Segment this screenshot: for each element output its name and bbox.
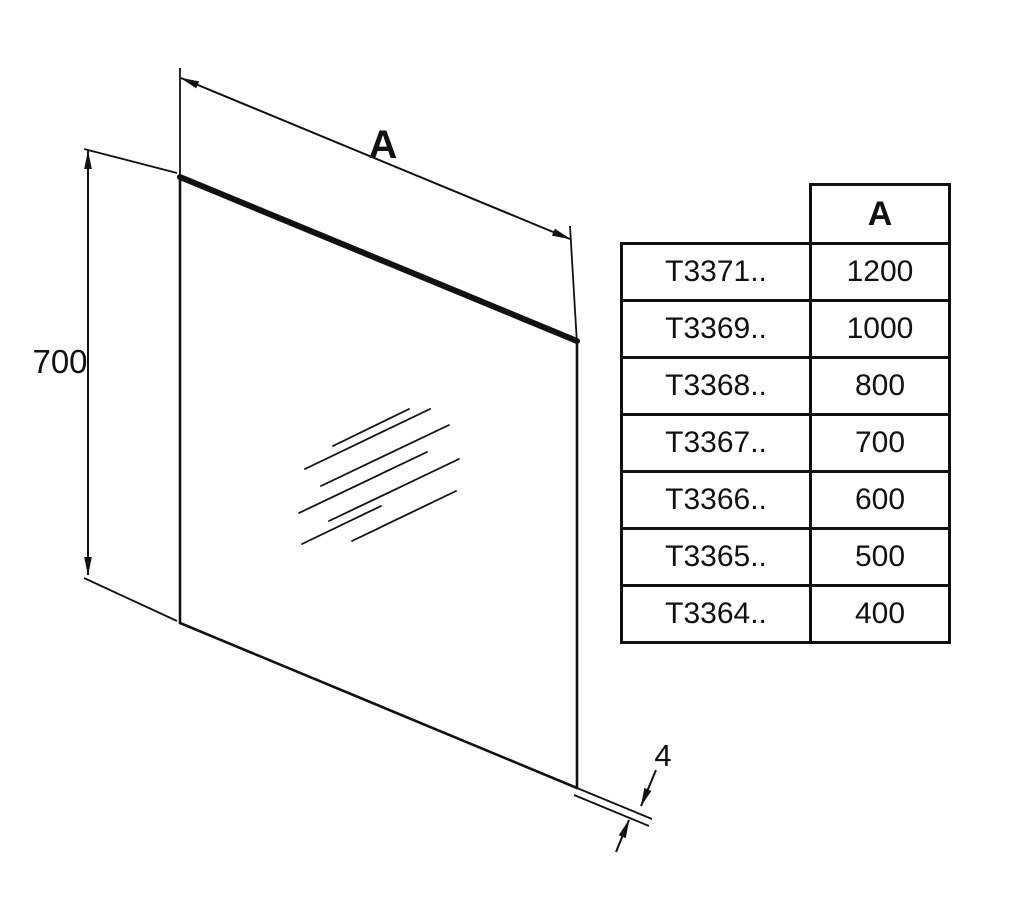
extension-line <box>569 225 578 345</box>
extension-line <box>83 148 178 174</box>
dimension-a-cell: 400 <box>809 584 951 644</box>
dimension-a-cell: 1000 <box>809 299 951 359</box>
product-code-cell: T3366.. <box>620 470 812 530</box>
dimension-thickness: 4 <box>573 738 672 853</box>
table-header-a: A <box>809 183 951 245</box>
dimension-height: 700 <box>32 148 178 622</box>
product-code-cell: T3364.. <box>620 584 812 644</box>
table-header-spacer <box>622 185 811 244</box>
product-code-cell: T3367.. <box>620 413 812 473</box>
extension-line <box>576 787 653 820</box>
product-code-cell: T3368.. <box>620 356 812 416</box>
mirror-top-edge <box>177 174 580 344</box>
dimension-arrow <box>640 769 657 807</box>
product-code-cell: T3365.. <box>620 527 812 587</box>
dimension-a-cell: 600 <box>809 470 951 530</box>
size-spec-table: A T3371.. 1200 T3369.. 1000 T3368.. 800 … <box>620 183 951 644</box>
dimension-a-cell: 1200 <box>809 242 951 302</box>
table-row: T3366.. 600 <box>620 470 951 530</box>
dimension-a-cell: 500 <box>809 527 951 587</box>
extension-line <box>573 794 650 827</box>
product-code-cell: T3371.. <box>620 242 812 302</box>
dimension-a-cell: 800 <box>809 356 951 416</box>
mirror-outline <box>177 174 580 790</box>
dimension-a-cell: 700 <box>809 413 951 473</box>
table-row: T3367.. 700 <box>620 413 951 473</box>
thickness-dimension-label: 4 <box>654 738 671 773</box>
dimension-width: A <box>179 68 578 345</box>
extension-line <box>83 577 178 622</box>
product-code-cell: T3369.. <box>620 299 812 359</box>
height-dimension-label: 700 <box>32 343 87 380</box>
table-row: T3368.. 800 <box>620 356 951 416</box>
dimension-arrow <box>615 819 630 853</box>
mirror-reflection-hatch <box>298 408 460 545</box>
table-row: T3371.. 1200 <box>620 242 951 302</box>
table-row: T3369.. 1000 <box>620 299 951 359</box>
mirror-bottom-edge <box>178 621 579 790</box>
table-row: T3364.. 400 <box>620 584 951 644</box>
table-header-row: A <box>622 183 951 245</box>
width-dimension-label: A <box>369 123 398 167</box>
table-row: T3365.. 500 <box>620 527 951 587</box>
dimension-line <box>180 77 571 240</box>
